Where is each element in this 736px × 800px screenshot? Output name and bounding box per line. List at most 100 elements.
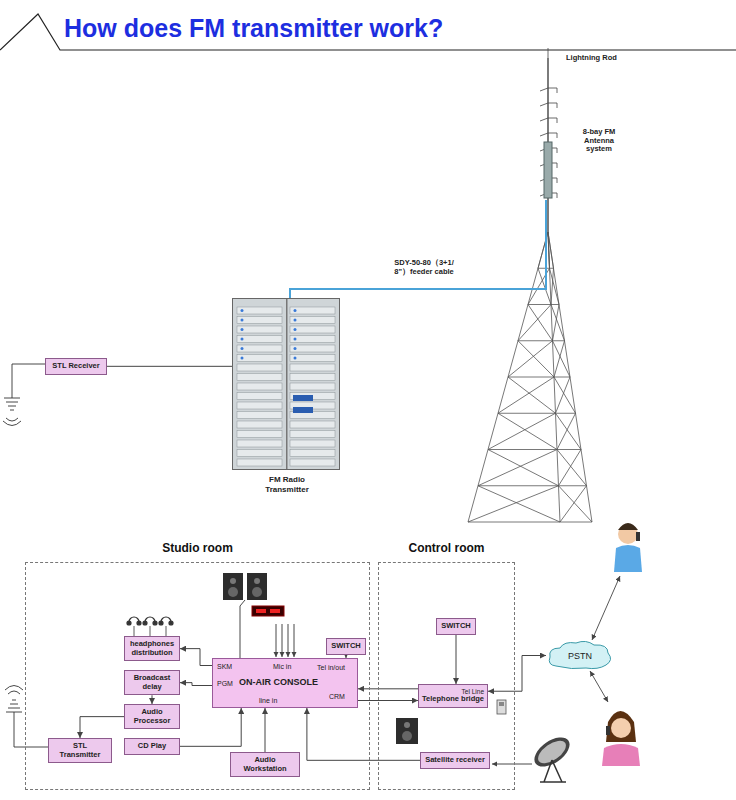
tower-strut bbox=[498, 413, 556, 414]
headphones-icons-part bbox=[169, 621, 173, 625]
studio-speakers-part bbox=[247, 573, 267, 600]
node-label: ON-AIR CONSOLE bbox=[239, 677, 318, 687]
tower-strut bbox=[553, 305, 560, 341]
control-speaker-part bbox=[404, 722, 410, 728]
process-box: SWITCH bbox=[326, 638, 366, 655]
feeder-cable-part bbox=[290, 200, 546, 298]
process-box: Telephone bridgeTel Line bbox=[418, 684, 488, 708]
headphones-icons bbox=[127, 617, 173, 636]
cabinet-modules-part bbox=[237, 440, 282, 447]
mic-arrows-part bbox=[276, 624, 277, 657]
phone-icon-part bbox=[497, 700, 506, 714]
cabinet-modules-part bbox=[294, 338, 297, 341]
tower-strut bbox=[528, 304, 551, 305]
stl-transmitter-antenna-part bbox=[14, 712, 48, 747]
satellite-dish-part bbox=[540, 760, 566, 782]
tower-strut bbox=[478, 486, 560, 522]
satellite-dish bbox=[492, 732, 575, 782]
cabinet-modules-part bbox=[237, 421, 282, 428]
cabinet-modules-part bbox=[237, 355, 282, 362]
cabinet-modules-part bbox=[290, 345, 335, 352]
tower-strut bbox=[554, 341, 565, 377]
control-speaker-part bbox=[396, 718, 418, 744]
stl-transmitter-antenna-part bbox=[5, 686, 23, 695]
cabinet-modules-part bbox=[290, 431, 335, 438]
headphones-icons-part bbox=[153, 621, 157, 625]
speaker-wire bbox=[240, 600, 245, 658]
cabinet-modules-part bbox=[290, 307, 335, 314]
cabinet-modules-part bbox=[290, 459, 335, 466]
process-box: STL Transmitter bbox=[48, 738, 112, 763]
signal-connector bbox=[265, 708, 266, 752]
tower-strut bbox=[508, 341, 553, 377]
stl-receiver-antenna bbox=[3, 364, 45, 426]
tower-strut bbox=[554, 377, 570, 378]
tower-strut bbox=[559, 450, 582, 486]
node-label: Audio Workstation bbox=[234, 756, 296, 773]
cabinet-modules-part bbox=[290, 364, 335, 371]
signal-connector bbox=[180, 683, 212, 686]
tower-strut bbox=[551, 268, 554, 304]
studio-speakers-part bbox=[223, 573, 243, 600]
stl-receiver-antenna-part bbox=[4, 398, 20, 410]
room-region: Studio roomheadphones distributionON-AIR… bbox=[25, 562, 370, 790]
tower-strut bbox=[528, 305, 553, 341]
tower-strut bbox=[478, 485, 559, 486]
room-heading: Control room bbox=[379, 541, 514, 555]
signal-connector bbox=[180, 708, 241, 746]
cabinet-modules-part bbox=[237, 374, 282, 381]
studio-speakers-part bbox=[252, 587, 262, 597]
transmitter-cabinet: FM Radio Transmitter bbox=[232, 298, 340, 470]
signal-connector bbox=[488, 656, 546, 692]
satellite-dish-part bbox=[529, 732, 574, 773]
signal-connector bbox=[307, 708, 420, 760]
antenna-mast bbox=[540, 48, 557, 232]
cabinet-modules-part bbox=[241, 328, 244, 331]
pstn-caller-links-part bbox=[592, 576, 620, 640]
tower-strut bbox=[553, 341, 571, 377]
tower-strut bbox=[538, 268, 551, 304]
caller-boy bbox=[614, 523, 642, 572]
headphones-icons-part bbox=[134, 626, 166, 636]
cabinet-modules-part bbox=[241, 319, 244, 322]
cabinet-modules-part bbox=[237, 317, 282, 324]
port-label: Mic in bbox=[273, 663, 291, 671]
cabinet-modules-part bbox=[241, 347, 244, 350]
node-label: STL Transmitter bbox=[52, 742, 108, 759]
port-label: Tel Line bbox=[422, 688, 484, 695]
cabinet-modules bbox=[233, 299, 339, 469]
cabinet-modules-part bbox=[290, 450, 335, 457]
node-label: SWITCH bbox=[440, 622, 472, 631]
tower-strut bbox=[551, 304, 559, 305]
cabinet-modules-part bbox=[237, 383, 282, 390]
signal-connector bbox=[456, 635, 457, 684]
cabinet-modules-part bbox=[237, 412, 282, 419]
antenna-bay bbox=[540, 118, 557, 123]
callout-label: 8-bay FM Antenna system bbox=[576, 128, 622, 154]
cabinet-modules-part bbox=[290, 383, 335, 390]
tower-strut bbox=[498, 377, 554, 413]
tower-strut bbox=[518, 340, 553, 341]
cloud-shape-part bbox=[549, 641, 610, 668]
cabinet-modules-part bbox=[241, 338, 244, 341]
pstn-caller-links-part bbox=[590, 671, 608, 702]
port-label: SKM bbox=[217, 663, 232, 671]
caller-girl-part bbox=[602, 744, 640, 766]
node-label: Audio Processor bbox=[128, 708, 176, 725]
tower-strut bbox=[488, 413, 556, 449]
satellite-dish-part bbox=[492, 764, 532, 765]
cabinet-modules-part bbox=[237, 345, 282, 352]
signal-connector bbox=[80, 717, 124, 738]
port-label: line in bbox=[259, 697, 277, 705]
on-air-display-part bbox=[256, 609, 266, 613]
studio-speakers-part bbox=[254, 578, 260, 584]
on-air-display bbox=[252, 606, 284, 616]
port-label: Tel in/out bbox=[317, 664, 345, 672]
studio-speakers-part bbox=[228, 587, 238, 597]
tower-strut bbox=[548, 232, 554, 268]
caller-boy-part bbox=[636, 532, 640, 541]
tower-strut bbox=[550, 268, 554, 269]
cabinet-modules-part bbox=[290, 440, 335, 447]
tower-strut bbox=[508, 377, 554, 378]
